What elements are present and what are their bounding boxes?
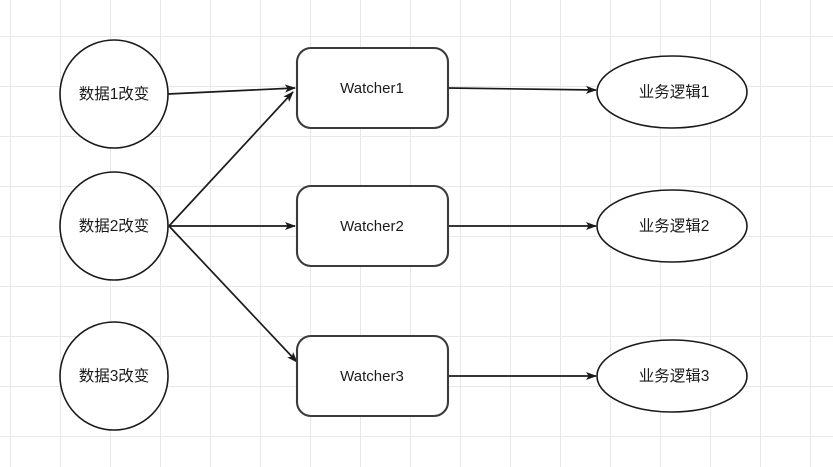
- node-watcher2[interactable]: Watcher2: [295, 184, 450, 268]
- node-logic2[interactable]: 业务逻辑2: [596, 189, 748, 263]
- edge-layer: [167, 84, 597, 380]
- data3-circle[interactable]: [59, 321, 169, 431]
- watcher3-label: Watcher3: [340, 368, 404, 385]
- logic2-label: 业务逻辑2: [639, 217, 710, 235]
- watcher1-rect[interactable]: [295, 46, 450, 130]
- data1-circle[interactable]: [59, 39, 169, 149]
- edge-data1-to-watcher1: [167, 84, 296, 95]
- node-logic1[interactable]: 业务逻辑1: [596, 55, 748, 129]
- node-watcher3[interactable]: Watcher3: [295, 334, 450, 418]
- logic3-label: 业务逻辑3: [639, 367, 710, 385]
- watcher1-label: Watcher1: [340, 80, 404, 97]
- logic1-label: 业务逻辑1: [639, 83, 710, 101]
- edge-data2-to-watcher3: [168, 225, 298, 363]
- data1-label: 数据1改变: [79, 85, 150, 103]
- business-logic-group: 业务逻辑1 业务逻辑2 业务逻辑3: [596, 55, 748, 413]
- watcher2-rect[interactable]: [295, 184, 450, 268]
- data-source-group: 数据1改变 数据2改变 数据3改变: [59, 39, 169, 431]
- watcher2-label: Watcher2: [340, 218, 404, 235]
- logic3-ellipse[interactable]: [596, 339, 748, 413]
- node-data2[interactable]: 数据2改变: [59, 171, 169, 281]
- node-logic3[interactable]: 业务逻辑3: [596, 339, 748, 413]
- watcher3-rect[interactable]: [295, 334, 450, 418]
- node-data3[interactable]: 数据3改变: [59, 321, 169, 431]
- node-watcher1[interactable]: Watcher1: [295, 46, 450, 130]
- logic1-ellipse[interactable]: [596, 55, 748, 129]
- node-data1[interactable]: 数据1改变: [59, 39, 169, 149]
- data3-label: 数据3改变: [79, 367, 150, 385]
- data2-circle[interactable]: [59, 171, 169, 281]
- edge-data2-to-watcher1: [168, 91, 294, 227]
- watcher-group: Watcher1 Watcher2 Watcher3: [295, 46, 450, 418]
- logic2-ellipse[interactable]: [596, 189, 748, 263]
- data2-label: 数据2改变: [79, 217, 150, 235]
- edge-watcher1-to-logic1: [447, 85, 597, 94]
